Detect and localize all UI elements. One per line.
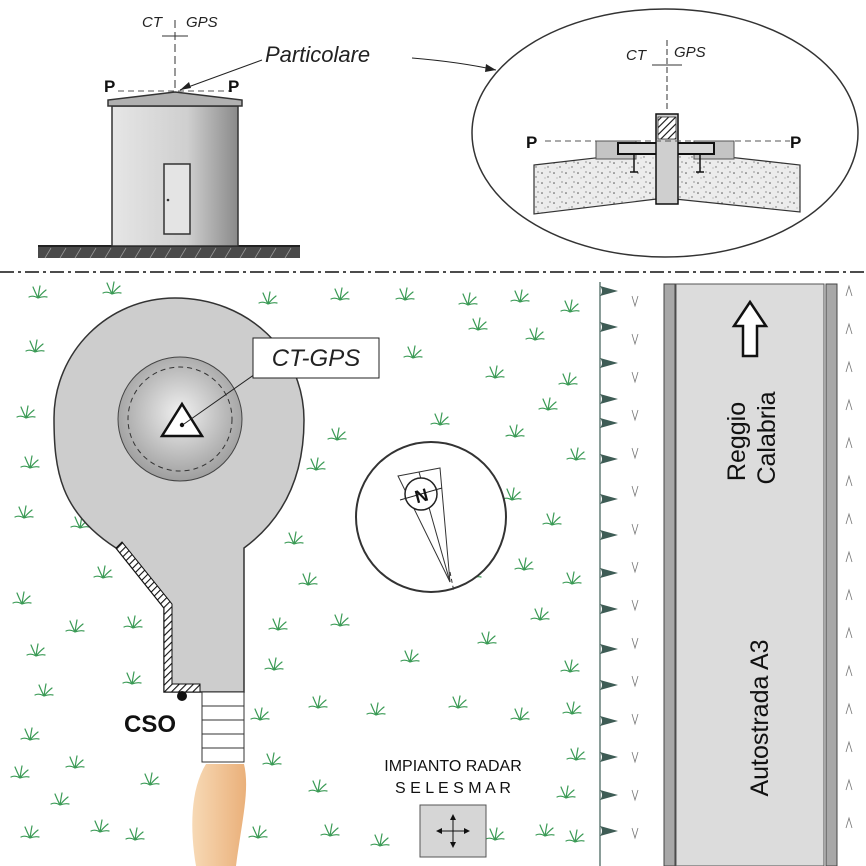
detail-p-marker-right: P [790, 133, 801, 152]
access-path [192, 764, 247, 866]
road-name-label: Autostrada A3 [746, 639, 774, 796]
north-arrow-icon: N [355, 441, 507, 593]
p-marker-left: P [104, 77, 115, 96]
radar-station: IMPIANTO RADAR S E L E S M A R [384, 758, 522, 858]
road-direction-arrow-icon [731, 299, 769, 358]
carriageway [675, 283, 825, 866]
hatched-wall [115, 541, 201, 693]
survey-triangle-icon [159, 401, 205, 438]
building-roof [107, 91, 243, 107]
gps-label: GPS [186, 14, 218, 31]
ct-gps-label: CT-GPS [272, 345, 360, 372]
cso-label: CSO [124, 711, 176, 738]
ct-gps-label-box [252, 337, 380, 379]
cso-point [177, 691, 187, 701]
radar-label-line1: IMPIANTO RADAR [384, 758, 522, 775]
entrance-steps [192, 691, 247, 866]
detail-view: P P CT GPS [471, 8, 859, 258]
detail-p-marker-left: P [526, 133, 537, 152]
hedge-row [599, 282, 853, 866]
detail-ct-label: CT [626, 47, 648, 64]
p-marker-right: P [228, 77, 239, 96]
ct-label: CT [142, 14, 164, 31]
road-direction-label: Reggio Calabria [723, 391, 781, 484]
elevation-view: P P CT GPS Particolare [38, 14, 497, 259]
particolare-label: Particolare [265, 42, 370, 67]
detail-gps-label: GPS [674, 44, 706, 61]
north-label: N [413, 485, 431, 508]
building-footprint: CT-GPS [53, 297, 380, 693]
radar-label-line2: S E L E S M A R [395, 780, 511, 797]
motorway: Reggio Calabria Autostrada A3 [663, 283, 838, 866]
radar-arrows-icon [436, 814, 470, 848]
